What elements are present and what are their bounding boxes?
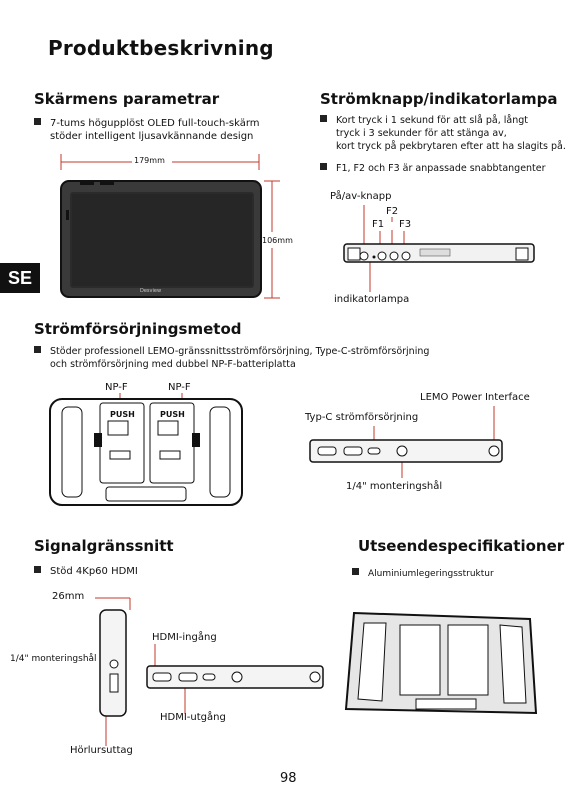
page-number: 98 <box>280 771 297 786</box>
bullet-square-icon <box>34 346 41 353</box>
bullet-square-icon <box>34 118 41 125</box>
monitor-perspective-image <box>344 611 538 715</box>
width-label: 179mm <box>134 156 165 165</box>
label-signal-mount: 1/4" monteringshål <box>10 654 97 664</box>
monitor-top-side-image <box>343 205 535 292</box>
label-f3: F3 <box>399 219 412 230</box>
width-dimension <box>60 154 260 170</box>
label-f2: F2 <box>386 206 399 217</box>
label-power-button: På/av-knapp <box>330 191 392 202</box>
label-indicator: indikatorlampa <box>334 294 410 305</box>
label-npf-2: NP-F <box>168 382 191 393</box>
height-dimension <box>264 180 280 299</box>
label-depth: 26mm <box>52 591 85 602</box>
monitor-side-profile-image <box>95 597 131 746</box>
label-hdmi-in: HDMI-ingång <box>152 632 217 643</box>
bullet-square-icon <box>352 568 359 575</box>
appearance-bullet: Aluminiumlegeringsstruktur <box>352 568 494 581</box>
monitor-back-image <box>49 393 243 506</box>
label-typec: Typ-C strömförsörjning <box>305 412 419 423</box>
power-button-bullet1: Kort tryck i 1 sekund för att slå på, lå… <box>320 114 566 153</box>
power-button-heading: Strömknapp/indikatorlampa <box>320 90 558 108</box>
bullet-square-icon <box>34 566 41 573</box>
signal-heading: Signalgränssnitt <box>34 537 174 555</box>
push-label-1: PUSH <box>110 410 135 419</box>
screen-heading: Skärmens parametrar <box>34 90 220 108</box>
monitor-brand: Desview <box>140 288 162 294</box>
power-supply-heading: Strömförsörjningsmetod <box>34 320 242 338</box>
appearance-heading: Utseendespecifikationer <box>358 537 565 555</box>
push-label-2: PUSH <box>160 410 185 419</box>
monitor-front-image <box>60 180 262 298</box>
page-title: Produktbeskrivning <box>48 36 274 60</box>
signal-ports-image <box>146 644 324 714</box>
monitor-bottom-side-image <box>309 406 503 478</box>
language-tab: SE <box>0 263 40 293</box>
label-hdmi-out: HDMI-utgång <box>160 712 226 723</box>
power-supply-bullet: Stöder professionell LEMO-gränssnittsstr… <box>34 345 429 371</box>
height-label: 106mm <box>262 236 293 245</box>
signal-bullet: Stöd 4Kp60 HDMI <box>34 565 138 578</box>
label-mount-hole: 1/4" monteringshål <box>346 481 443 492</box>
label-headphone: Hörlursuttag <box>70 745 133 756</box>
bullet-square-icon <box>320 163 327 170</box>
label-f1: F1 <box>372 219 385 230</box>
label-npf-1: NP-F <box>105 382 128 393</box>
bullet-square-icon <box>320 115 327 122</box>
power-button-bullet2: F1, F2 och F3 är anpassade snabbtangente… <box>320 162 546 175</box>
label-lemo: LEMO Power Interface <box>420 392 530 403</box>
screen-bullet: 7-tums högupplöst OLED full-touch-skärm … <box>34 117 260 143</box>
